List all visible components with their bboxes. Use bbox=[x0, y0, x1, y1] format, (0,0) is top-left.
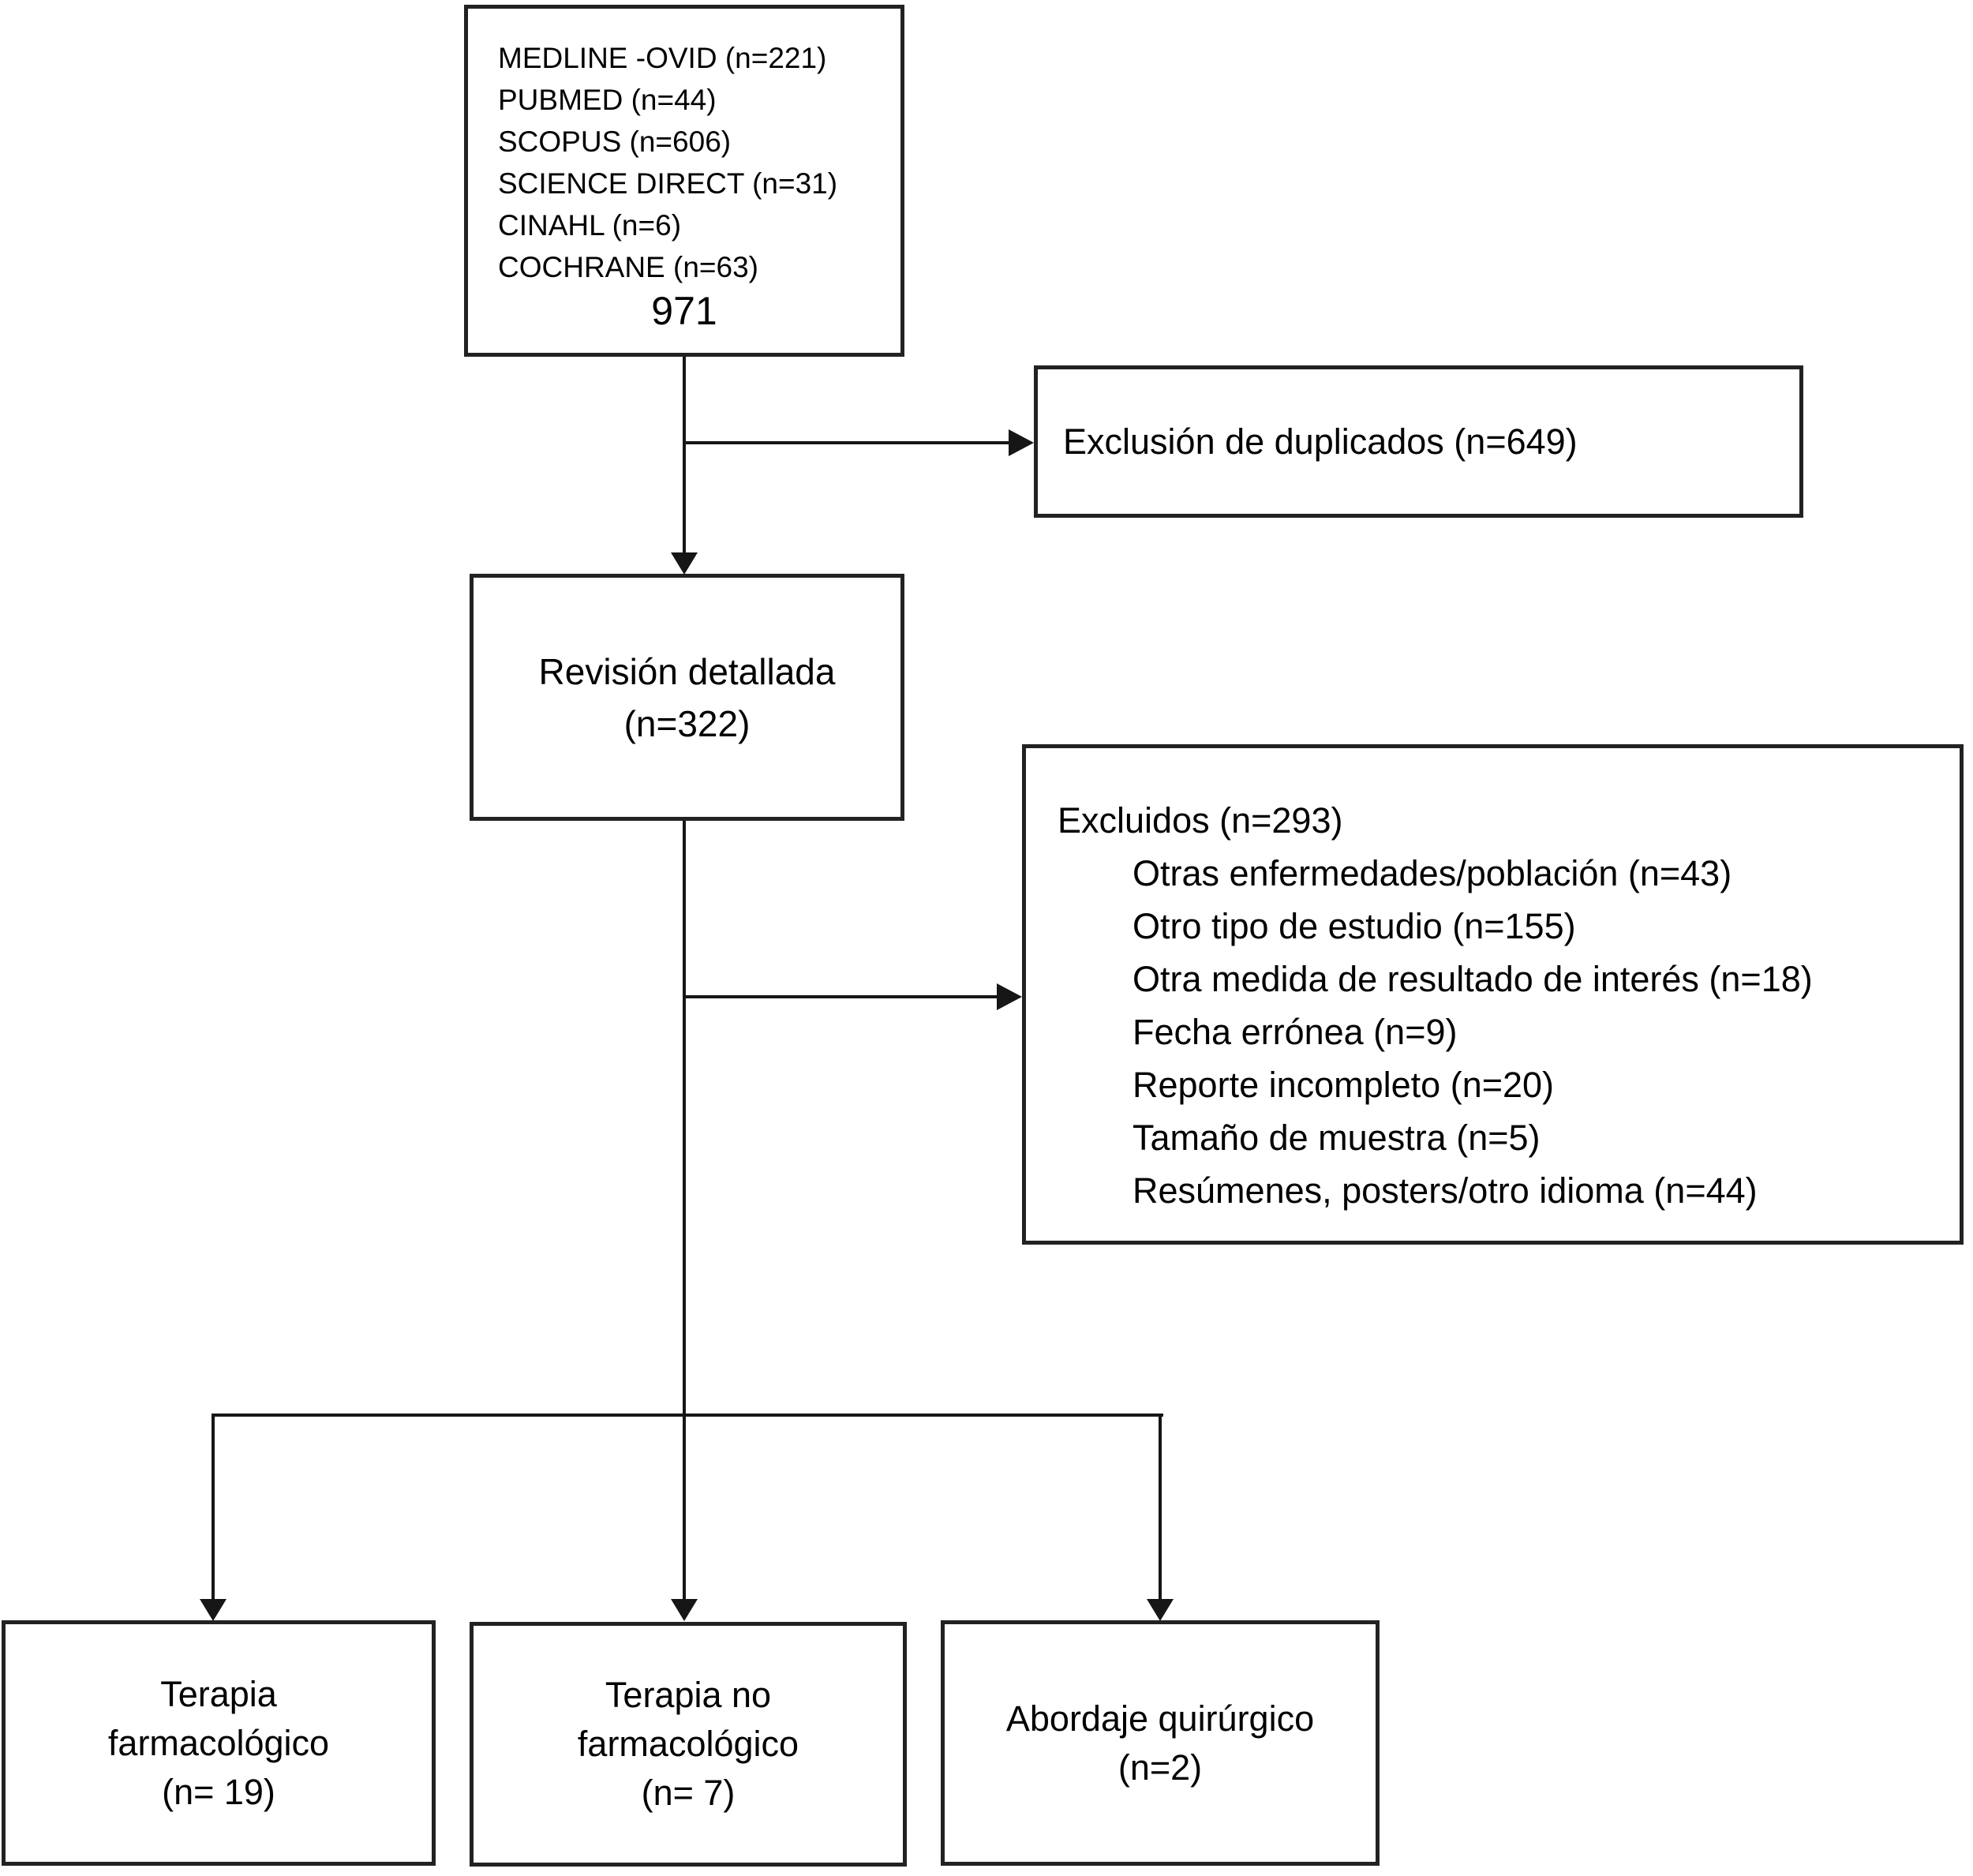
review-label-line1: Revisión detallada bbox=[538, 650, 836, 692]
arrowhead-into-review bbox=[671, 552, 698, 575]
surgical-label-line2: (n=2) bbox=[1118, 1747, 1203, 1788]
surgical-label-line1: Abordaje quirúrgico bbox=[1005, 1698, 1315, 1739]
excluded-reason: Resúmenes, posters/otro idioma (n=44) bbox=[1133, 1170, 1758, 1211]
pharma-label-line1: Terapia bbox=[160, 1673, 277, 1714]
excluded-reason: Otro tipo de estudio (n=155) bbox=[1133, 906, 1576, 946]
source-item: CINAHL (n=6) bbox=[498, 209, 682, 242]
source-item: SCOPUS (n=606) bbox=[498, 125, 732, 158]
nonpharma-label-line1: Terapia no bbox=[605, 1675, 772, 1715]
connector-to-duplicates bbox=[684, 441, 1009, 444]
branch-bar bbox=[212, 1414, 1163, 1417]
nonpharma-box: Terapia no farmacológico (n= 7) bbox=[470, 1622, 907, 1867]
duplicates-box: Exclusión de duplicados (n=649) bbox=[1034, 365, 1803, 518]
source-item: PUBMED (n=44) bbox=[498, 84, 717, 116]
connector-to-excluded bbox=[684, 995, 1000, 998]
review-label-line2: (n=322) bbox=[623, 702, 751, 744]
source-item: COCHRANE (n=63) bbox=[498, 251, 759, 283]
excluded-reason: Fecha errónea (n=9) bbox=[1133, 1012, 1458, 1052]
arrowhead-into-duplicates bbox=[1009, 429, 1034, 456]
duplicates-label: Exclusión de duplicados (n=649) bbox=[1063, 421, 1578, 462]
arrowhead-into-nonpharma bbox=[671, 1599, 698, 1621]
review-box: Revisión detallada (n=322) bbox=[470, 574, 904, 821]
arrowhead-into-pharma bbox=[200, 1599, 227, 1621]
excluded-reason: Otras enfermedades/población (n=43) bbox=[1133, 853, 1732, 893]
nonpharma-label-line3: (n= 7) bbox=[641, 1773, 736, 1813]
excluded-title: Excluidos (n=293) bbox=[1058, 800, 1343, 841]
source-item: SCIENCE DIRECT (n=31) bbox=[498, 167, 838, 200]
sources-box: MEDLINE -OVID (n=221) PUBMED (n=44) SCOP… bbox=[464, 5, 904, 357]
arrowhead-into-excluded bbox=[997, 983, 1022, 1010]
connector-branch-to-pharma bbox=[212, 1415, 215, 1600]
source-item: MEDLINE -OVID (n=221) bbox=[498, 42, 827, 74]
connector-review-to-branch bbox=[683, 821, 686, 1600]
excluded-box: Excluidos (n=293) Otras enfermedades/pob… bbox=[1022, 744, 1964, 1245]
excluded-reason: Tamaño de muestra (n=5) bbox=[1133, 1118, 1541, 1158]
connector-branch-to-surgical bbox=[1159, 1415, 1162, 1600]
excluded-reason: Reporte incompleto (n=20) bbox=[1133, 1065, 1555, 1105]
pharma-label-line3: (n= 19) bbox=[162, 1771, 275, 1812]
pharma-box: Terapia farmacológico (n= 19) bbox=[2, 1620, 436, 1866]
connector-sources-to-review bbox=[683, 357, 686, 556]
nonpharma-label-line2: farmacológico bbox=[577, 1724, 799, 1764]
arrowhead-into-surgical bbox=[1147, 1599, 1174, 1621]
pharma-label-line2: farmacológico bbox=[107, 1722, 330, 1763]
excluded-reason: Otra medida de resultado de interés (n=1… bbox=[1133, 959, 1813, 999]
sources-total: 971 bbox=[651, 289, 717, 333]
surgical-box: Abordaje quirúrgico (n=2) bbox=[941, 1620, 1380, 1866]
